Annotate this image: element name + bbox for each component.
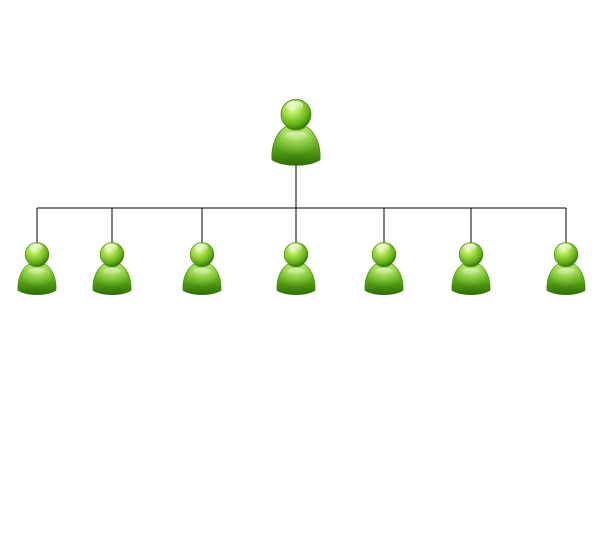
- child-6-person-icon: [451, 242, 491, 296]
- connector-lines: [36, 165, 567, 245]
- child-1-person-icon: [17, 242, 57, 296]
- org-nodes: [17, 99, 586, 296]
- child-4-person-icon: [276, 242, 316, 296]
- child-2-person-icon: [92, 242, 132, 296]
- child-7-person-icon: [546, 242, 586, 296]
- root-person-icon: [271, 99, 321, 166]
- child-5-person-icon: [364, 242, 404, 296]
- child-3-person-icon: [182, 242, 222, 296]
